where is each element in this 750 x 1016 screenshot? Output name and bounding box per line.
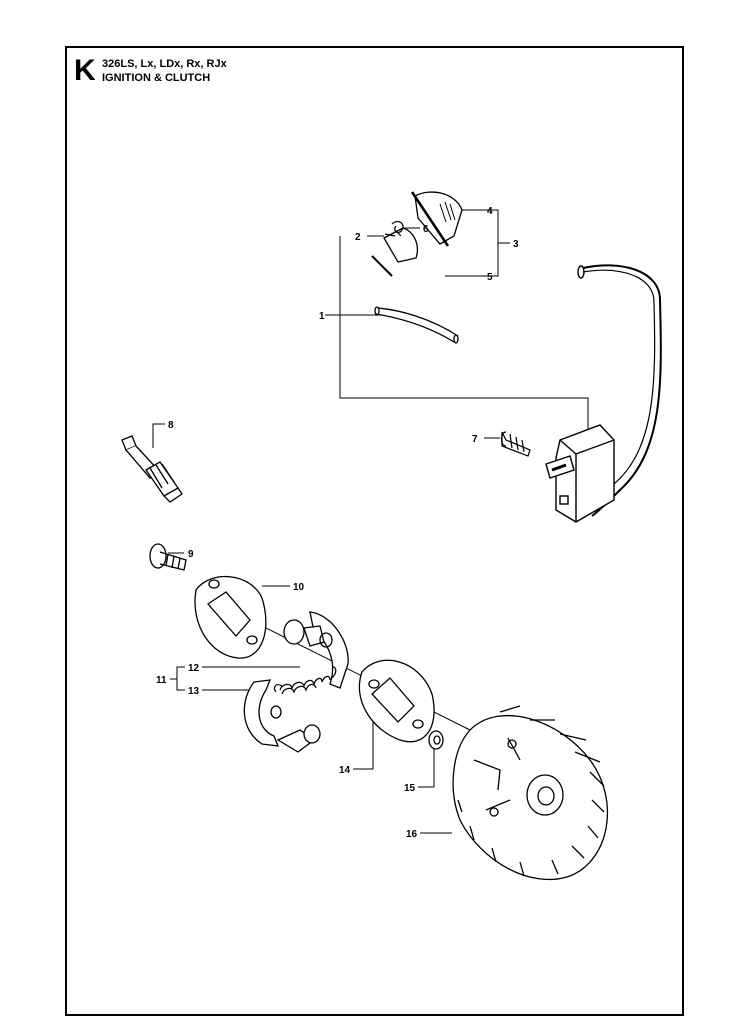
callout-16: 16 (406, 829, 418, 840)
washer-part (428, 730, 444, 750)
ignition-coil-part (545, 264, 662, 523)
clutch-plate-part (194, 576, 267, 659)
ignition-cover-part (410, 191, 463, 247)
callout-1: 1 (319, 311, 325, 322)
flywheel-part (452, 705, 609, 881)
callout-4: 4 (487, 206, 493, 217)
callout-12: 12 (188, 663, 200, 674)
callout-5: 5 (487, 272, 493, 283)
screw-part (500, 431, 531, 457)
spring-part (384, 220, 404, 237)
callout-13: 13 (188, 686, 200, 697)
diagram-title: IGNITION & CLUTCH (102, 72, 211, 84)
callout-9: 9 (188, 549, 194, 560)
ignition-clip-part (371, 227, 418, 277)
callout-15: 15 (404, 783, 416, 794)
callout-14: 14 (339, 765, 351, 776)
callout-2: 2 (355, 232, 361, 243)
callout-8: 8 (168, 420, 174, 431)
clutch-shoe-upper-part (283, 611, 349, 689)
clutch-shoe-lower-part (243, 679, 321, 753)
callout-3: 3 (513, 239, 519, 250)
callout-11: 11 (156, 675, 167, 686)
clutch-bolt-part (149, 543, 187, 571)
model-list: 326LS, Lx, LDx, Rx, RJx (102, 58, 227, 70)
clutch-spring-part (273, 665, 337, 695)
callout-labels: 1 2 3 4 5 6 7 8 9 10 11 12 13 14 15 16 (156, 206, 519, 840)
callout-10: 10 (293, 582, 305, 593)
spark-plug-part (121, 435, 183, 503)
washer-plate-part (358, 659, 435, 743)
hose-part (374, 306, 459, 344)
callout-6: 6 (423, 224, 429, 235)
callout-7: 7 (472, 434, 478, 445)
section-letter: K (74, 54, 96, 87)
